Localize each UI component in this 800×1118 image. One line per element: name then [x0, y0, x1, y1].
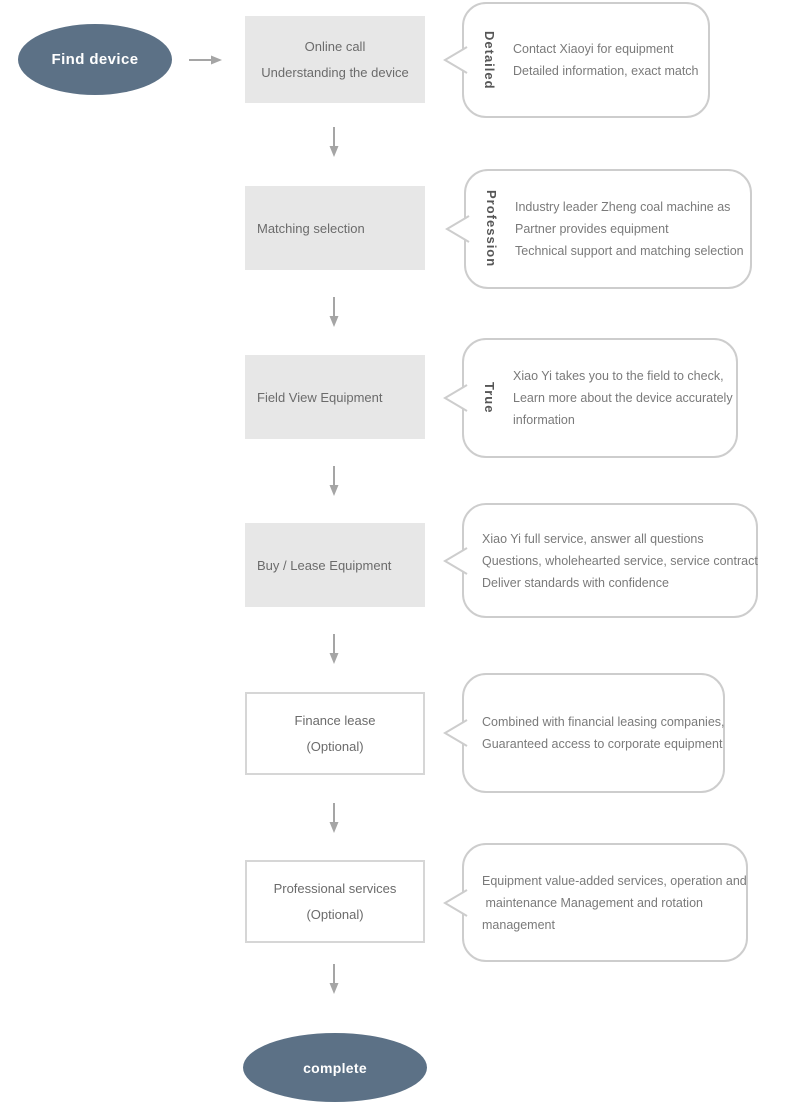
note-line: Equipment value-added services, operatio… [482, 873, 747, 888]
step-box-line: Matching selection [257, 220, 365, 236]
step-box-line: Professional services [273, 881, 397, 896]
arrow-down-icon [329, 964, 339, 994]
note-line: maintenance Management and rotation [482, 895, 703, 910]
bubble-tail-icon [443, 888, 468, 917]
note-line: Partner provides equipment [515, 222, 669, 236]
bubble-tail-icon [443, 546, 468, 575]
arrow-down-icon [329, 803, 339, 833]
bubble-tail-icon [443, 384, 468, 412]
note-line: Guaranteed access to corporate equipment [482, 737, 723, 751]
step-box-buy-lease-equipment: Buy / Lease Equipment [245, 523, 425, 607]
bubble-tail-icon [445, 215, 470, 243]
note-line: Questions, wholehearted service, service… [482, 553, 758, 568]
note-line: Detailed information, exact match [513, 64, 699, 78]
end-node-label: complete [303, 1059, 367, 1076]
note-bubble-detailed: Detailed Contact Xiaoyi for equipment De… [443, 2, 710, 118]
note-text-block: Combined with financial leasing companie… [482, 711, 725, 755]
note-bubble-profession: Profession Industry leader Zheng coal ma… [445, 169, 752, 289]
note-text-block: Xiao Yi full service, answer all questio… [482, 528, 758, 594]
end-node: complete [243, 1033, 427, 1102]
step-box-professional-services: Professional services (Optional) [245, 860, 425, 943]
arrow-down-icon [329, 466, 339, 496]
start-node: Find device [18, 24, 172, 95]
note-text-block: Contact Xiaoyi for equipment Detailed in… [513, 38, 699, 82]
step-box-field-view-equipment: Field View Equipment [245, 355, 425, 439]
note-line: Industry leader Zheng coal machine as [515, 200, 731, 214]
step-box-line: Buy / Lease Equipment [257, 557, 392, 573]
note-bubble-finance-lease: Combined with financial leasing companie… [443, 673, 725, 793]
arrow-down-icon [329, 127, 339, 157]
note-bubble-true: True Xiao Yi takes you to the field to c… [443, 338, 738, 458]
note-line: Deliver standards with confidence [482, 575, 669, 590]
step-box-finance-lease: Finance lease (Optional) [245, 692, 425, 775]
step-box-line: Field View Equipment [257, 389, 383, 405]
note-line: information [513, 413, 575, 427]
start-node-label: Find device [51, 51, 139, 68]
note-line: Contact Xiaoyi for equipment [513, 42, 674, 56]
step-box-line: Understanding the device [261, 65, 409, 80]
step-box-line: Online call [304, 39, 366, 54]
bubble-tail-icon [443, 46, 468, 74]
note-line: Xiao Yi takes you to the field to check, [513, 369, 724, 383]
note-line: Xiao Yi full service, answer all questio… [482, 531, 704, 546]
note-text-block: Equipment value-added services, operatio… [482, 870, 747, 936]
note-tag-profession: Profession [484, 190, 499, 268]
note-bubble-value-added-services: Equipment value-added services, operatio… [443, 843, 748, 962]
arrow-down-icon [329, 297, 339, 327]
step-box-online-call: Online call Understanding the device [245, 16, 425, 103]
step-box-matching-selection: Matching selection [245, 186, 425, 270]
note-line: Combined with financial leasing companie… [482, 715, 725, 729]
note-line: Learn more about the device accurately [513, 391, 733, 405]
note-tag-detailed: Detailed [482, 30, 497, 90]
note-tag-true: True [482, 382, 497, 414]
note-line: Technical support and matching selection [515, 244, 744, 258]
note-text-block: Xiao Yi takes you to the field to check,… [513, 365, 733, 431]
arrow-down-icon [329, 634, 339, 664]
step-box-line: Finance lease [294, 713, 376, 728]
step-box-line: (Optional) [306, 739, 364, 754]
bubble-tail-icon [443, 719, 468, 747]
note-text-block: Industry leader Zheng coal machine as Pa… [515, 196, 744, 262]
note-line: management [482, 917, 555, 932]
arrow-right-icon [189, 55, 222, 65]
note-bubble-full-service: Xiao Yi full service, answer all questio… [443, 503, 758, 618]
step-box-line: (Optional) [306, 907, 364, 922]
